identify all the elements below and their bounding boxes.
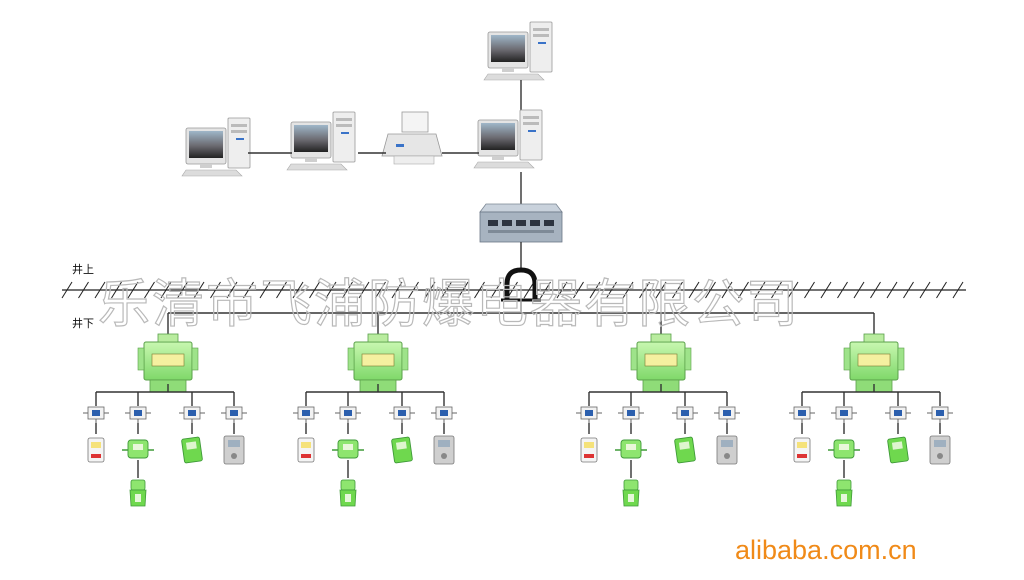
sensor-node-icon xyxy=(575,406,603,424)
sensor-node-icon xyxy=(292,406,320,424)
substation-cluster-4 xyxy=(788,313,954,507)
workstation-left-icon xyxy=(181,117,251,177)
workstation-server-icon xyxy=(473,109,543,169)
sensor-node-icon xyxy=(178,406,206,424)
underground-network xyxy=(82,313,954,507)
substation-cluster-3 xyxy=(575,313,741,507)
explosion-proof-substation-icon xyxy=(630,333,692,393)
explosion-proof-substation-icon xyxy=(137,333,199,393)
sensor-node-icon xyxy=(788,406,816,424)
explosion-proof-substation-icon xyxy=(843,333,905,393)
sensor-node-icon xyxy=(926,406,954,424)
sensor-device-icon xyxy=(87,437,105,463)
sensor-node-icon xyxy=(671,406,699,424)
sensor-device-icon xyxy=(793,437,811,463)
sensor-device-icon xyxy=(121,439,155,459)
sensor-node-icon xyxy=(334,406,362,424)
sensor-device-icon xyxy=(297,437,315,463)
sensor-device-icon xyxy=(180,436,204,464)
substation-cluster-2 xyxy=(292,313,458,507)
printer-icon xyxy=(381,111,443,165)
sensor-node-icon xyxy=(884,406,912,424)
alarm-lamp-icon xyxy=(339,479,357,507)
sensor-device-icon xyxy=(716,435,738,465)
sensor-device-icon xyxy=(580,437,598,463)
sensor-device-icon xyxy=(433,435,455,465)
sensor-node-icon xyxy=(830,406,858,424)
sensor-device-icon xyxy=(390,436,414,464)
alarm-lamp-icon xyxy=(835,479,853,507)
sensor-device-icon xyxy=(331,439,365,459)
sensor-device-icon xyxy=(886,436,910,464)
sensor-node-icon xyxy=(713,406,741,424)
workstation-center-icon xyxy=(286,111,356,171)
underground-label: 井下 xyxy=(72,316,94,330)
sensor-node-icon xyxy=(124,406,152,424)
sensor-device-icon xyxy=(673,436,697,464)
workstation-top-icon xyxy=(483,21,553,81)
sensor-node-icon xyxy=(220,406,248,424)
sensor-node-icon xyxy=(430,406,458,424)
alarm-lamp-icon xyxy=(129,479,147,507)
above-ground-label: 井上 xyxy=(72,262,94,276)
sensor-device-icon xyxy=(827,439,861,459)
brand-logo: alibaba.com.cn xyxy=(735,535,917,565)
explosion-proof-substation-icon xyxy=(347,333,409,393)
sensor-device-icon xyxy=(614,439,648,459)
ground-surface-line xyxy=(61,281,966,299)
sensor-device-icon xyxy=(929,435,951,465)
sensor-device-icon xyxy=(223,435,245,465)
sensor-node-icon xyxy=(82,406,110,424)
sensor-node-icon xyxy=(388,406,416,424)
watermark-text: 乐清市飞浦防爆电器有限公司 xyxy=(98,275,800,335)
alarm-lamp-icon xyxy=(622,479,640,507)
sensor-node-icon xyxy=(617,406,645,424)
substation-cluster-1 xyxy=(82,313,248,507)
network-switch-icon xyxy=(479,203,563,243)
